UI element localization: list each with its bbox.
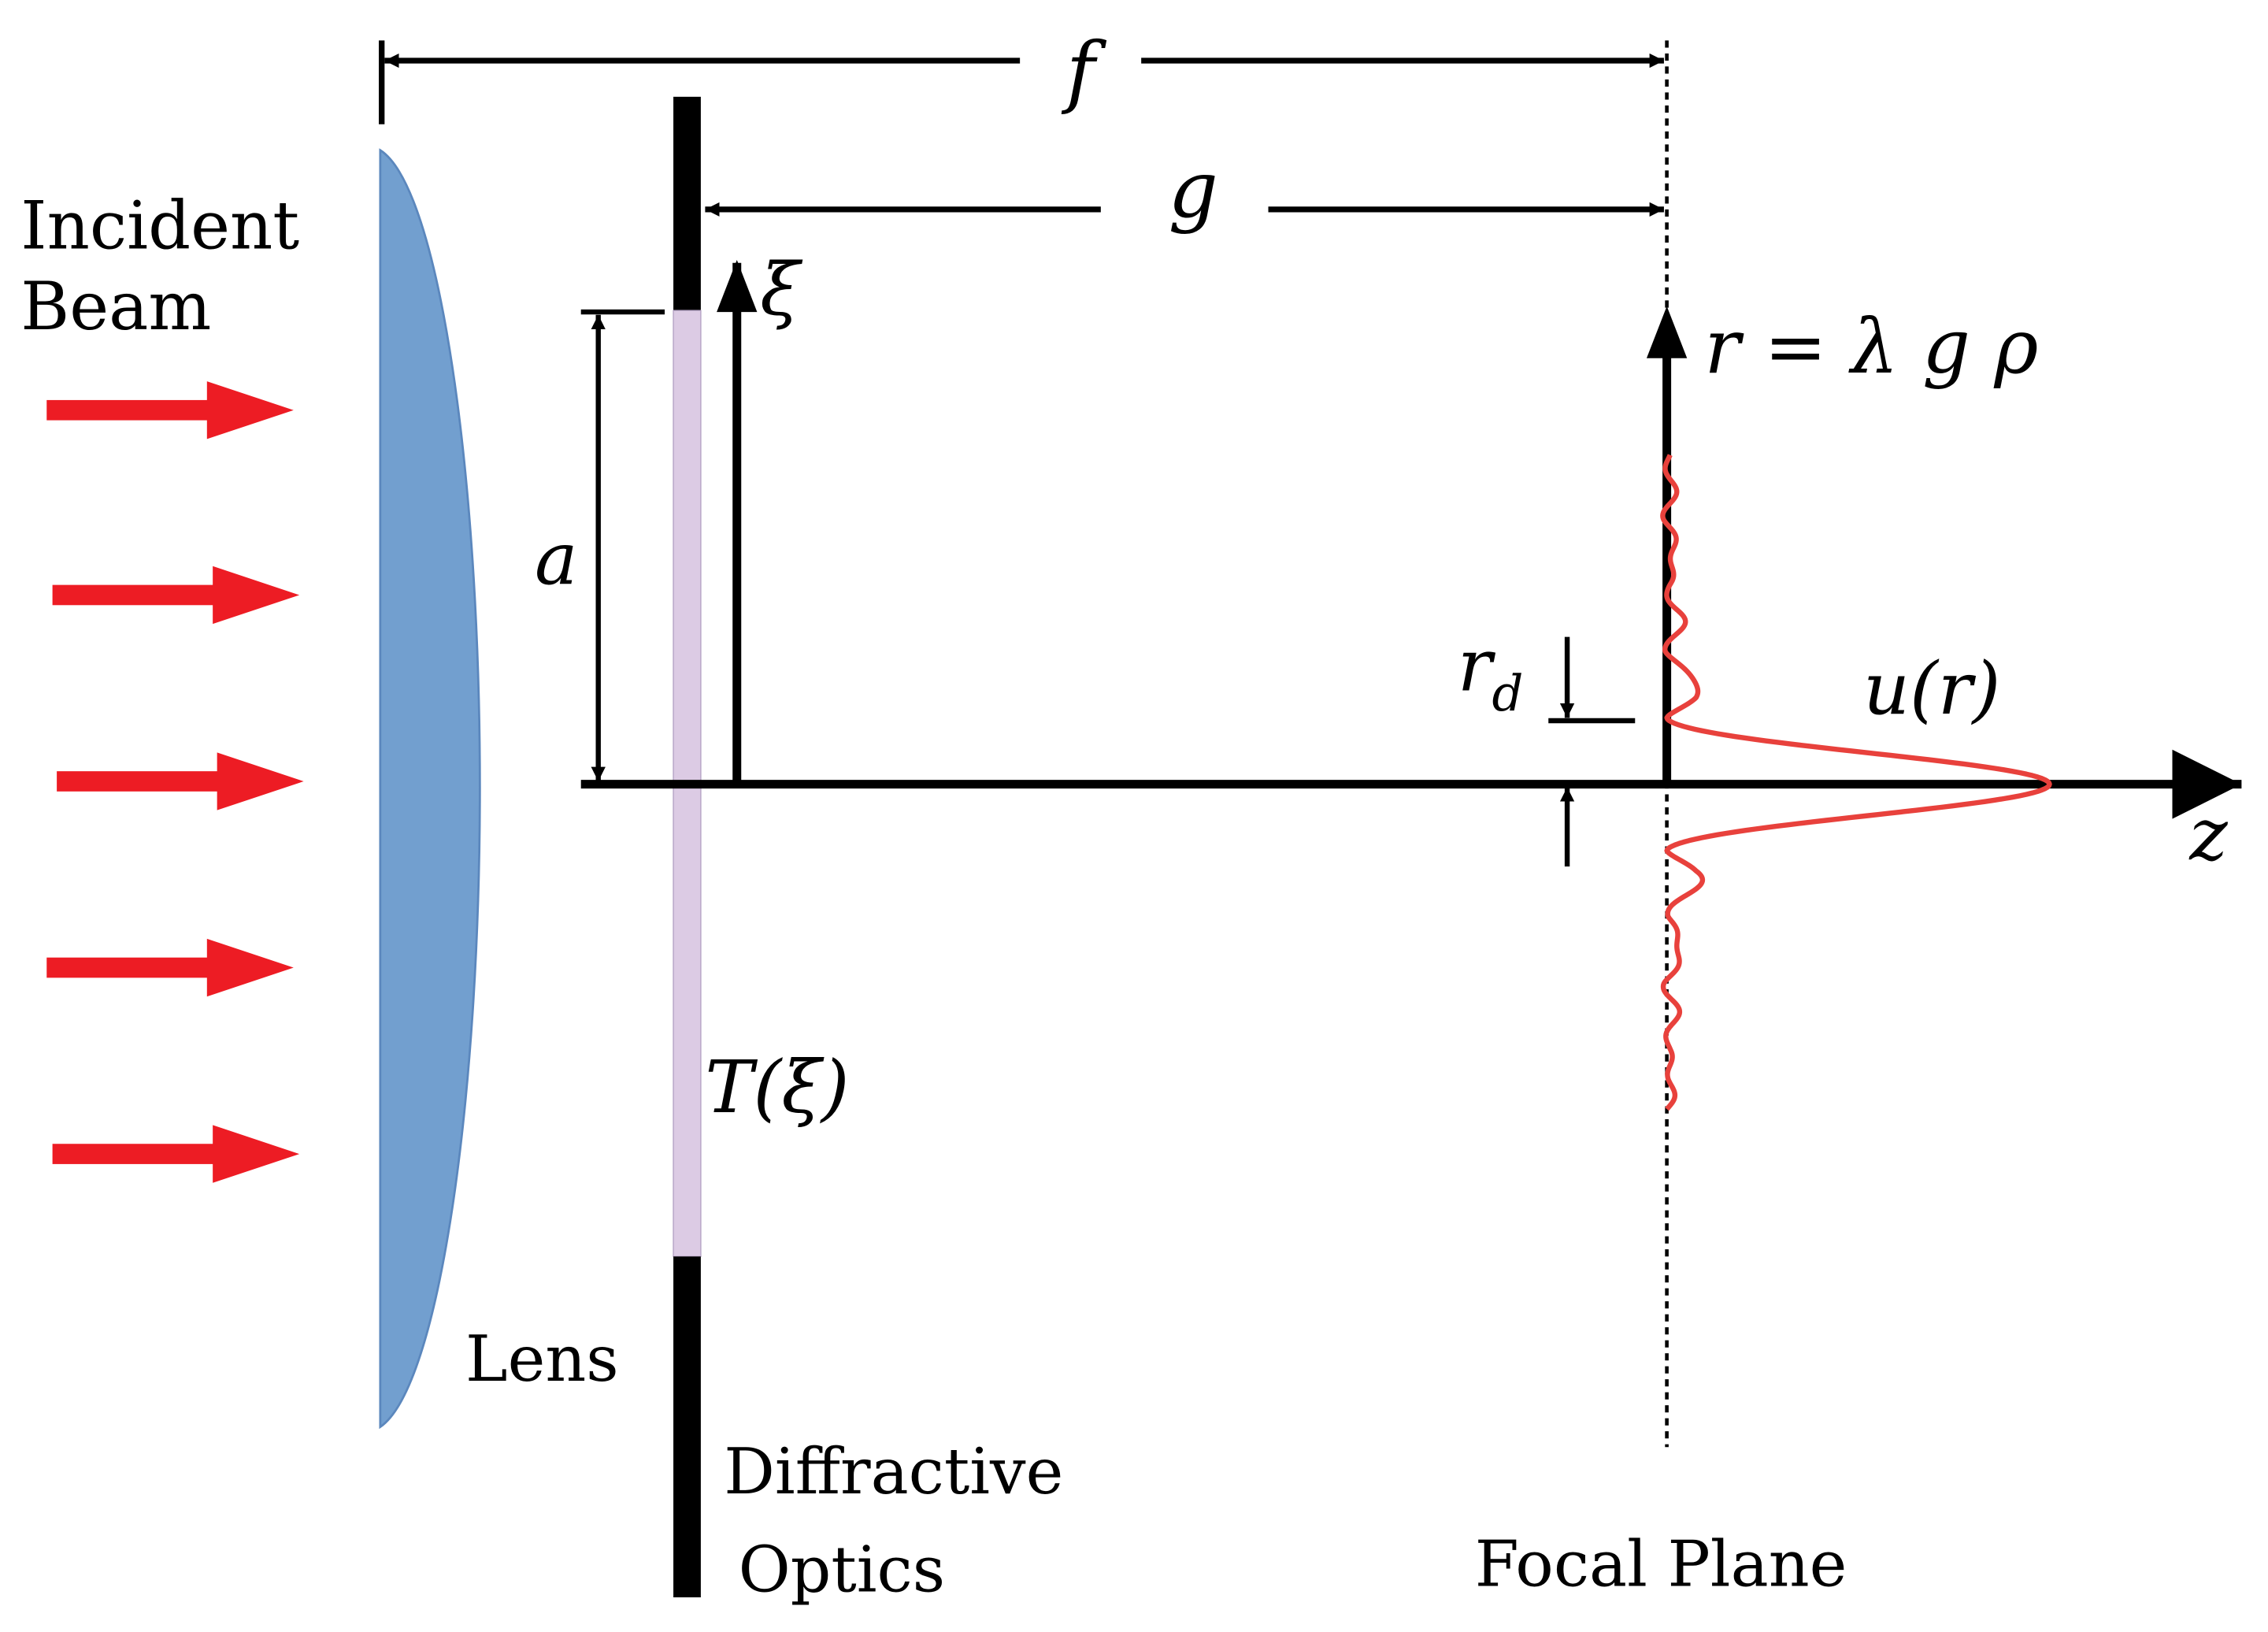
optic-bottom-stop xyxy=(673,1256,701,1597)
incident-beam-label-line2: Beam xyxy=(20,268,211,345)
g-label: g xyxy=(1168,145,1217,236)
diffractive-optic xyxy=(673,96,702,1597)
focal-plane-label: Focal Plane xyxy=(1475,1527,1847,1601)
z-label: z xyxy=(2188,792,2228,877)
lens-label: Lens xyxy=(465,1322,619,1396)
incident-beam-label-line1: Incident xyxy=(20,187,299,264)
right-arrow-icon xyxy=(46,381,294,440)
r-formula-label: r = λ g ρ xyxy=(1704,304,2038,391)
r-axis-arrowhead xyxy=(1646,306,1688,358)
lens-shape xyxy=(379,148,481,1430)
optic-top-stop xyxy=(673,96,701,311)
diffractive-optics-label-line1: Diffractive xyxy=(724,1435,1063,1509)
a-label: a xyxy=(535,517,578,601)
xi-label: ξ xyxy=(760,248,803,332)
transmission-label: T(ξ) xyxy=(705,1045,849,1129)
profile-curve xyxy=(1660,454,2052,1111)
right-arrow-icon xyxy=(52,1125,300,1183)
rd-label: rd xyxy=(1458,623,1524,722)
rd-label-sub: d xyxy=(1492,665,1524,722)
rd-label-base: r xyxy=(1458,623,1496,707)
right-arrow-icon xyxy=(57,752,304,810)
f-dimension xyxy=(379,40,1664,124)
diffractive-optics-label-line2: Optics xyxy=(739,1534,946,1608)
xi-axis-arrowhead xyxy=(717,260,758,313)
f-label: f xyxy=(1061,27,1107,117)
rd-dimension xyxy=(1548,636,1636,867)
right-arrow-icon xyxy=(52,566,300,625)
a-dimension xyxy=(580,309,665,781)
u-r-label: u(r) xyxy=(1863,647,2000,731)
right-arrow-icon xyxy=(46,938,294,997)
incident-beam-arrows xyxy=(46,381,304,1183)
